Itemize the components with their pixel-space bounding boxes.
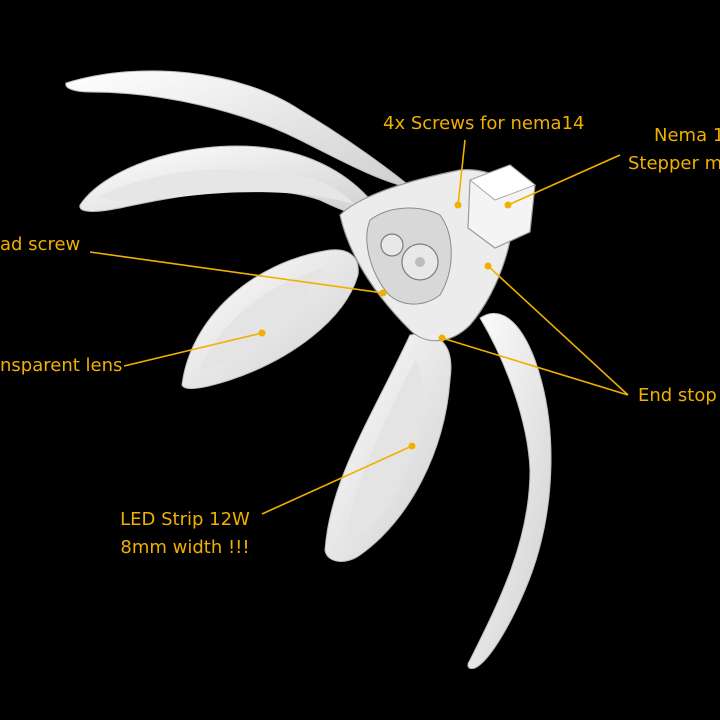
leader-screws: [457, 139, 466, 206]
petal-upper-left-lens: [100, 168, 355, 205]
label-led: LED Strip 12W 8mm width !!!: [110, 506, 260, 562]
label-lead-screw: ad screw: [0, 234, 81, 255]
leader-nema: [507, 154, 621, 206]
label-nema: Nema 1 Stepper m: [628, 122, 720, 178]
petal-top-left: [65, 70, 413, 189]
leader-lens: [123, 332, 263, 367]
marker-lens: [258, 329, 266, 337]
leader-end-stop-2: [441, 337, 629, 396]
label-screws: 4x Screws for nema14: [383, 113, 585, 134]
gear-small: [380, 233, 404, 257]
label-lens: nsparent lens: [0, 355, 123, 376]
marker-led: [408, 442, 416, 450]
marker-screws: [454, 201, 462, 209]
label-led-line2: 8mm width !!!: [120, 537, 250, 558]
marker-lead-screw: [379, 289, 387, 297]
label-nema-line1: Nema 1: [654, 125, 720, 146]
marker-nema: [504, 201, 512, 209]
leader-end-stop-1: [487, 265, 629, 396]
leader-led: [261, 445, 413, 515]
stepper-motor-face: [469, 164, 536, 201]
marker-end-stop-2: [438, 334, 446, 342]
petal-lower-middle-lens: [345, 360, 424, 540]
petal-middle-left-lens: [200, 268, 325, 370]
marker-end-stop-1: [484, 262, 492, 270]
label-end-stop: End stop: [638, 385, 717, 406]
petal-lower-right: [467, 313, 552, 669]
label-nema-line2: Stepper m: [628, 153, 720, 174]
label-led-line1: LED Strip 12W: [120, 509, 250, 530]
gear-hub: [415, 257, 425, 267]
leader-lead-screw: [89, 251, 384, 294]
